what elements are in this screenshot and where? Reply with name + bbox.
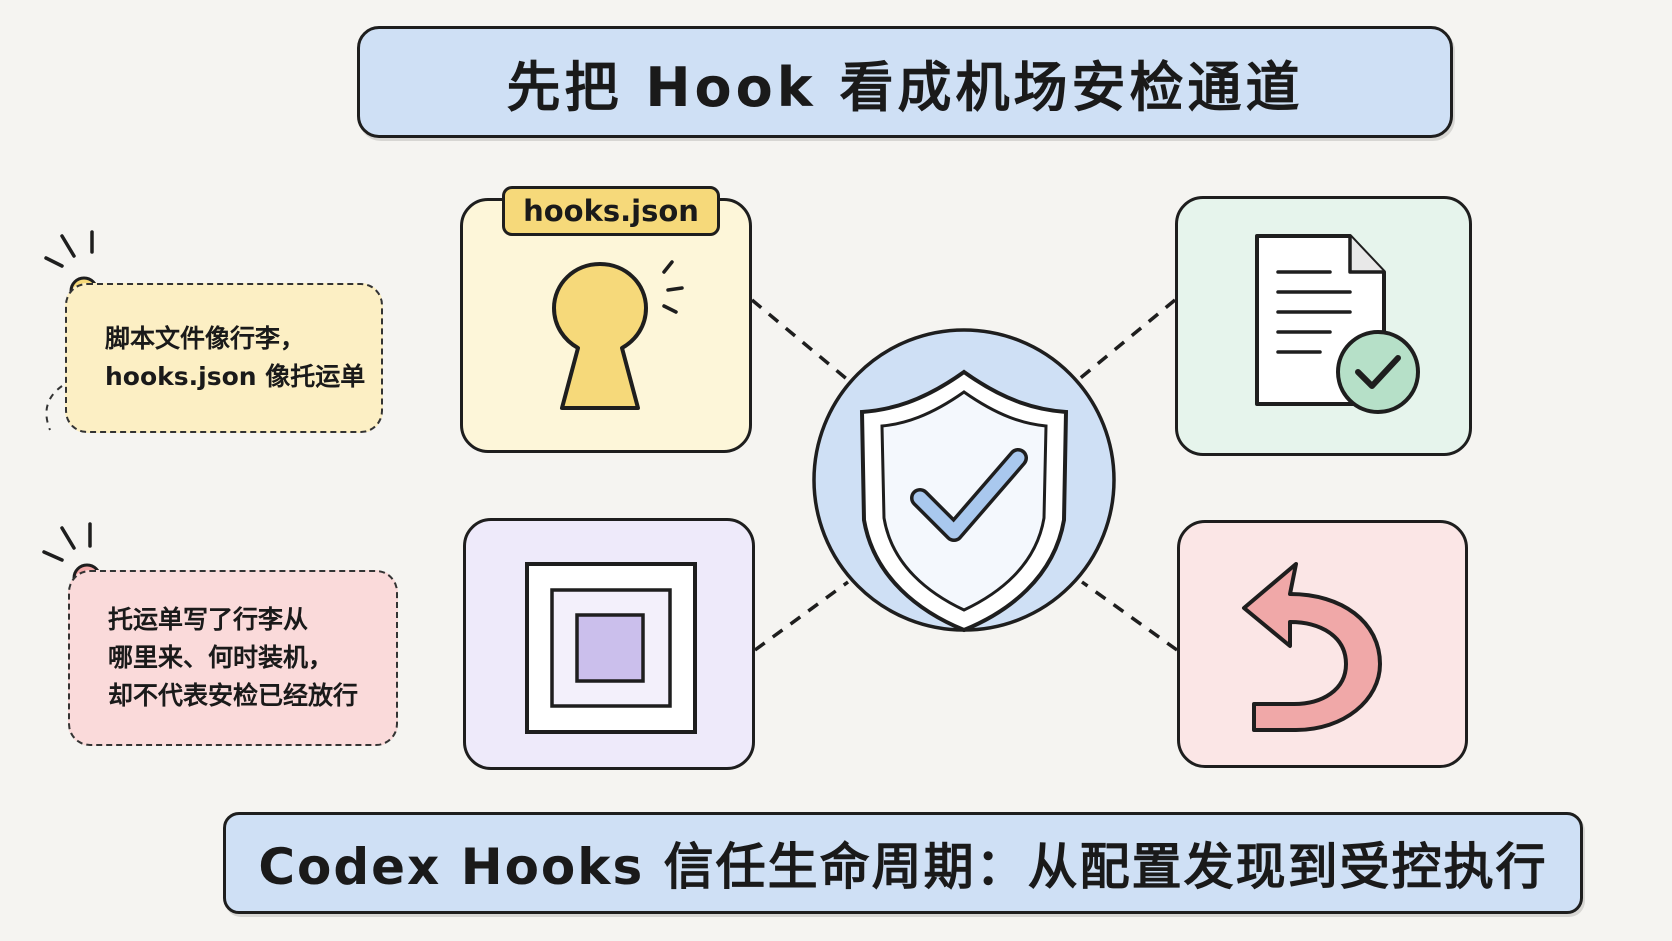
- panel-document: [1175, 196, 1472, 456]
- note-waybill: 托运单写了行李从 哪里来、何时装机， 却不代表安检已经放行: [68, 570, 398, 746]
- connector-top-left: [750, 298, 850, 382]
- note-luggage: 脚本文件像行李， hooks.json 像托运单: [65, 283, 383, 433]
- connector-top-right: [1076, 298, 1177, 382]
- file-tab-label: hooks.json: [502, 186, 720, 236]
- note-2-line-3: 却不代表安检已经放行: [108, 681, 359, 710]
- note-1-line-2: hooks.json 像托运单: [105, 362, 366, 391]
- panel-undo: [1177, 520, 1468, 768]
- note-1-line-1: 脚本文件像行李，: [105, 324, 306, 353]
- panel-square: [463, 518, 755, 770]
- page-title: 先把 Hook 看成机场安检通道: [506, 55, 1304, 119]
- connector-bottom-left: [753, 580, 850, 652]
- note-2-line-1: 托运单写了行李从: [108, 605, 309, 634]
- title-banner: 先把 Hook 看成机场安检通道: [357, 26, 1453, 138]
- note-2-line-2: 哪里来、何时装机，: [108, 643, 334, 672]
- panel-keyhole: [460, 198, 752, 453]
- connector-bottom-right: [1080, 580, 1179, 652]
- footer-banner: Codex Hooks 信任生命周期：从配置发现到受控执行: [223, 812, 1583, 914]
- footer-title: Codex Hooks 信任生命周期：从配置发现到受控执行: [258, 838, 1548, 896]
- shield-check-icon: [812, 328, 1116, 633]
